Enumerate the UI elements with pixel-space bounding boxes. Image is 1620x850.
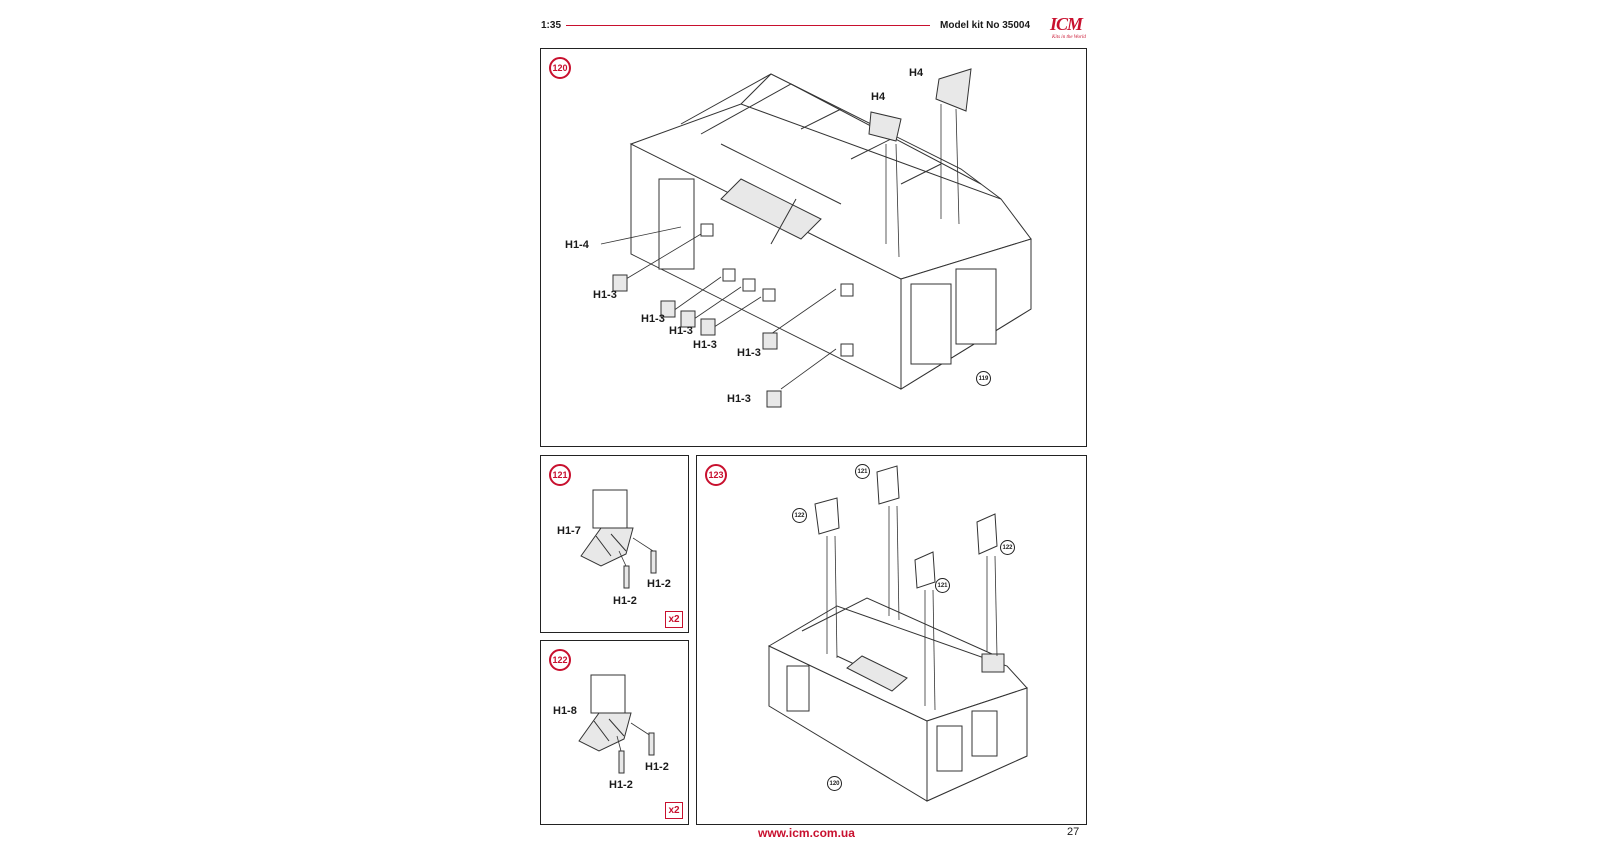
page-number: 27 [1067,826,1080,838]
kit-number-label: Model kit No 35004 [940,20,1031,31]
icm-logo: ICM Kits in the World [1048,14,1100,48]
step-number-badge: 121 [549,464,571,486]
reference-step-badge: 122 [1000,540,1015,555]
step-122-panel: 122 H1-8 H1-2 H1-2 x2 [540,640,689,825]
scale-label: 1:35 [541,20,562,31]
part-label-h1-3: H1-3 [669,325,693,337]
hull-top [629,103,1032,280]
part-label-h1-2: H1-2 [645,761,669,773]
quantity-badge: x2 [665,802,683,819]
reference-step-badge: 121 [855,464,870,479]
quantity-badge: x2 [665,611,683,628]
step-123-drawing [767,465,1028,802]
step-number-badge: 122 [549,649,571,671]
part-label-h1-3: H1-3 [641,313,665,325]
part-label-h1-8: H1-8 [553,705,577,717]
logo-text: ICM [1050,14,1083,34]
step-122-drawing [578,674,655,774]
step-121-drawing [580,489,657,589]
reference-step-badge: 121 [935,578,950,593]
part-label-h1-3: H1-3 [693,339,717,351]
part-label-h1-2: H1-2 [613,595,637,607]
step-121-panel: 121 H1-7 H1-2 H1-2 x2 [540,455,689,633]
part-label-h1-3: H1-3 [737,347,761,359]
reference-step-badge: 122 [792,508,807,523]
step-123-panel: 123 121 122 121 122 120 [696,455,1087,825]
website-link[interactable]: www.icm.com.ua [758,826,855,840]
step-120-drawing [600,68,1032,408]
step-number-badge: 123 [705,464,727,486]
step-120-panel: 120 H4 H4 H1-4 H1-3 H1-3 H1-3 H1-3 H1-3 … [540,48,1087,447]
part-label-h1-2: H1-2 [609,779,633,791]
part-label-h4: H4 [871,91,886,103]
part-label-h1-7: H1-7 [557,525,581,537]
reference-step-badge: 120 [827,776,842,791]
part-label-h1-3: H1-3 [727,393,751,405]
part-label-h1-3: H1-3 [593,289,617,301]
header-rule [566,25,930,26]
part-label-h1-2: H1-2 [647,578,671,590]
step-number-badge: 120 [549,57,571,79]
reference-step-badge: 119 [976,371,991,386]
part-label-h1-4: H1-4 [565,239,589,251]
part-label-h4: H4 [909,67,924,79]
logo-tagline: Kits in the World [1052,35,1086,40]
